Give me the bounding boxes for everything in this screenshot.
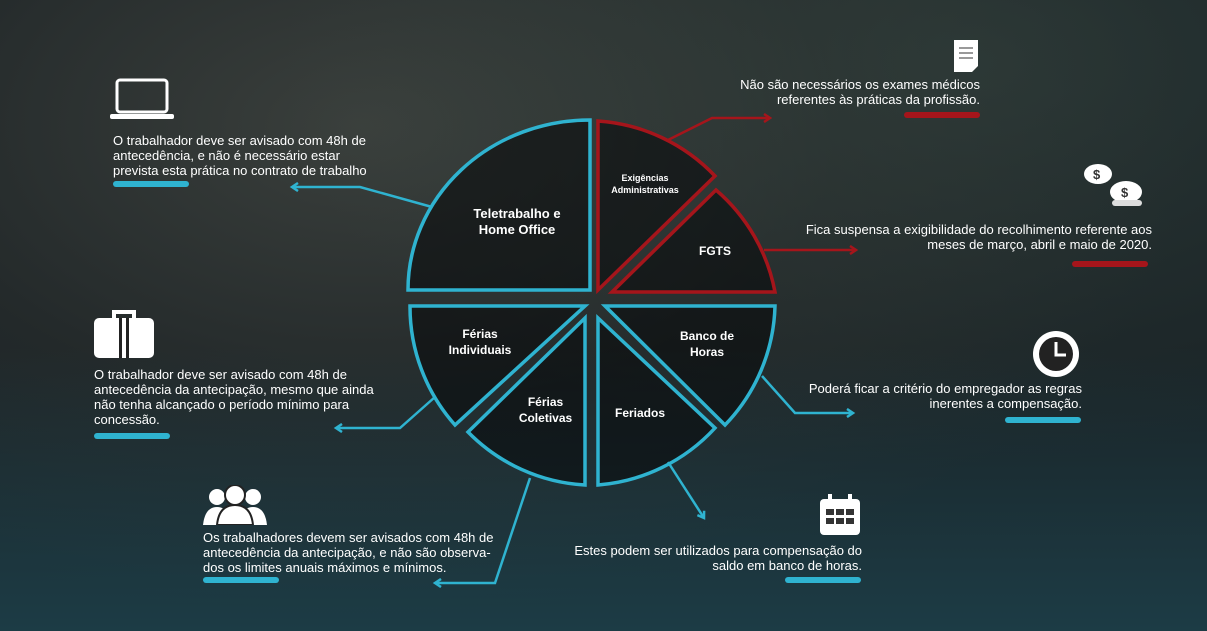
laptop-icon <box>110 78 174 119</box>
calendar-icon <box>820 494 860 535</box>
connector-banco <box>761 375 853 413</box>
label-ferias-coletivas: Férias Coletivas <box>518 395 573 425</box>
label-banco: Banco de Horas <box>679 329 734 359</box>
underline <box>1005 417 1081 423</box>
connector-ferias-coletivas <box>435 477 532 583</box>
svg-text:$: $ <box>1121 185 1129 200</box>
note-banco: Poderá ficar a critério do empregador as… <box>808 381 1082 411</box>
underline <box>113 181 189 187</box>
underline <box>1072 261 1148 267</box>
note-teletrabalho: O trabalhador deve ser avisado com 48h d… <box>113 133 367 178</box>
note-ferias-individuais: O trabalhador deve ser avisado com 48h d… <box>94 367 374 427</box>
label-feriados: Feriados <box>614 406 665 420</box>
label-fgts: FGTS <box>699 244 731 258</box>
underline <box>785 577 861 583</box>
people-icon <box>203 485 267 525</box>
label-teletrabalho: Teletrabalho e Home Office <box>473 206 561 237</box>
label-ferias-individuais: Férias Individuais <box>448 327 512 357</box>
note-exigencias: Não são necessários os exames médicos re… <box>740 77 980 107</box>
connector-exigencias <box>667 118 770 142</box>
clock-icon <box>1033 331 1079 377</box>
underline <box>94 433 170 439</box>
note-fgts: Fica suspensa a exigibilidade do recolhi… <box>805 222 1152 252</box>
segment-ferias-individuais <box>408 304 590 428</box>
note-ferias-coletivas: Os trabalhadores devem ser avisados com … <box>203 530 494 575</box>
segment-teletrabalho <box>406 118 592 292</box>
segment-banco <box>600 304 777 428</box>
document-icon <box>954 40 978 72</box>
connector-feriados <box>666 461 704 518</box>
coins-icon: $$ <box>1084 164 1142 206</box>
connector-teletrabalho <box>292 187 433 209</box>
svg-text:$: $ <box>1093 167 1101 182</box>
suitcase-icon <box>94 310 154 358</box>
connector-ferias-individuais <box>336 396 436 428</box>
segment-ferias-coletivas <box>465 313 587 487</box>
underline <box>904 112 980 118</box>
label-exigencias: Exigências Administrativas <box>611 173 679 195</box>
underline <box>203 577 279 583</box>
segment-feriados <box>596 313 718 487</box>
segment-exigencias <box>596 119 718 295</box>
note-feriados: Estes podem ser utilizados para compensa… <box>574 543 862 573</box>
segment-fgts <box>607 187 778 294</box>
